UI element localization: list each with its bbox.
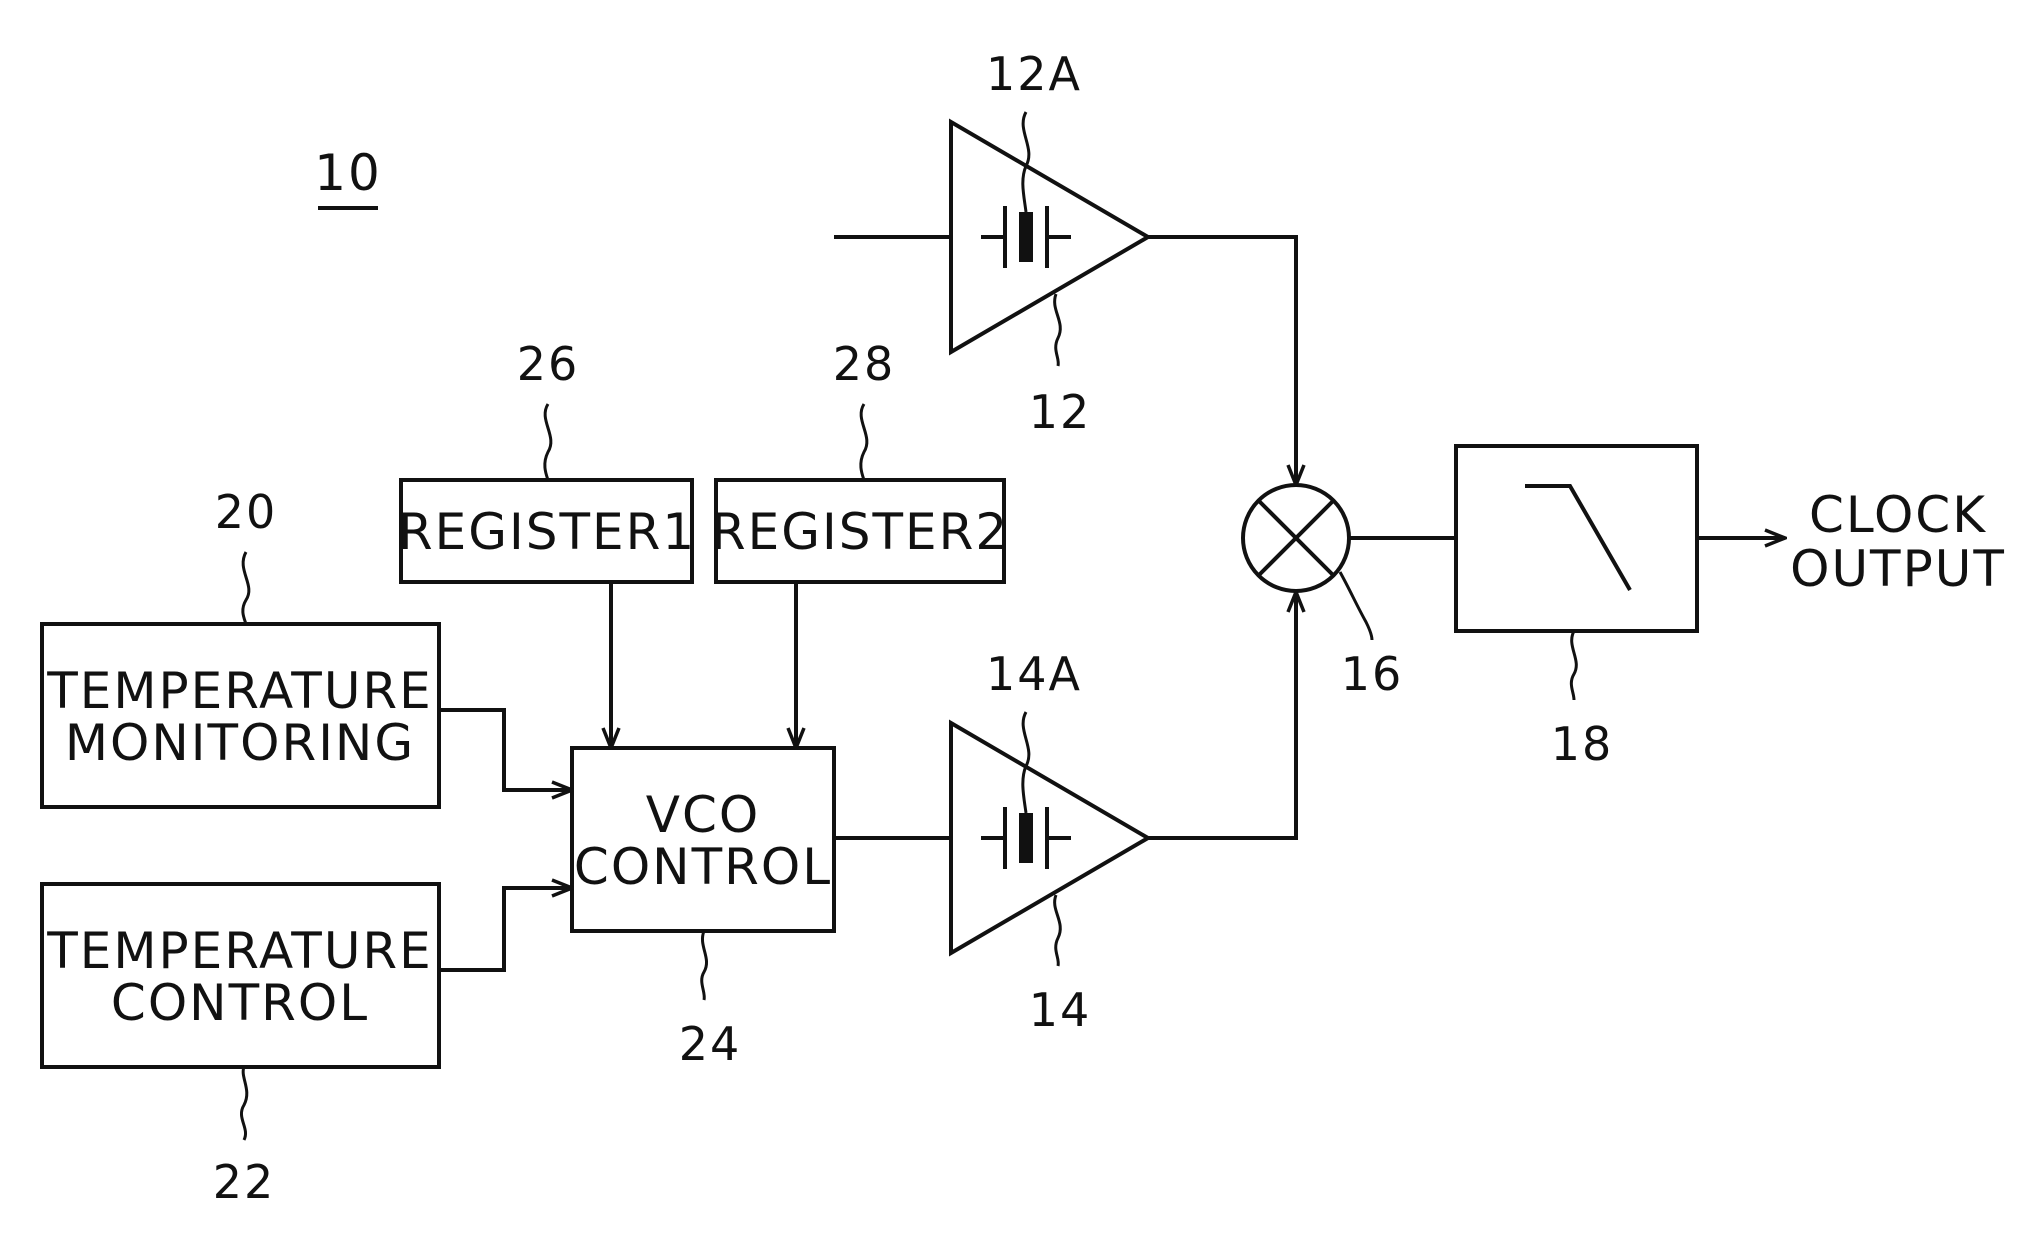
ref-22: 22 xyxy=(213,1067,276,1209)
svg-text:22: 22 xyxy=(213,1155,276,1209)
svg-text:REGISTER2: REGISTER2 xyxy=(711,503,1009,561)
wire-control-to-vco xyxy=(439,888,572,970)
lowpass-filter-18 xyxy=(1456,446,1697,631)
svg-text:CLOCK: CLOCK xyxy=(1809,486,1987,544)
svg-text:REGISTER1: REGISTER1 xyxy=(398,503,696,561)
svg-text:CONTROL: CONTROL xyxy=(574,838,832,896)
ref-12: 12 xyxy=(1029,294,1092,439)
oscillator-14 xyxy=(834,723,1148,953)
mixer-16 xyxy=(1243,485,1349,591)
vco-control-block: VCO CONTROL xyxy=(572,748,834,931)
svg-text:12A: 12A xyxy=(986,47,1082,101)
oscillator-12 xyxy=(834,122,1148,352)
ref-14: 14 xyxy=(1029,895,1092,1037)
svg-text:24: 24 xyxy=(679,1017,742,1071)
temperature-monitoring-block: TEMPERATURE MONITORING xyxy=(42,624,439,807)
svg-text:OUTPUT: OUTPUT xyxy=(1790,540,2006,598)
ref-16: 16 xyxy=(1340,572,1403,701)
ref-20: 20 xyxy=(215,485,278,624)
figure-label: 10 xyxy=(314,144,382,208)
svg-text:CONTROL: CONTROL xyxy=(111,974,369,1032)
svg-text:20: 20 xyxy=(215,485,278,539)
svg-text:18: 18 xyxy=(1551,717,1614,771)
svg-text:14A: 14A xyxy=(986,647,1082,701)
wire-osc14-to-mixer xyxy=(1148,592,1296,838)
temperature-control-block: TEMPERATURE CONTROL xyxy=(42,884,439,1067)
svg-text:VCO: VCO xyxy=(646,786,760,844)
svg-text:12: 12 xyxy=(1029,385,1092,439)
svg-text:10: 10 xyxy=(314,144,382,202)
svg-text:TEMPERATURE: TEMPERATURE xyxy=(46,922,433,980)
svg-text:28: 28 xyxy=(833,337,896,391)
register1-block: REGISTER1 xyxy=(398,480,696,582)
svg-text:26: 26 xyxy=(517,337,580,391)
svg-text:14: 14 xyxy=(1029,983,1092,1037)
ref-26: 26 xyxy=(517,337,580,480)
svg-text:16: 16 xyxy=(1341,647,1404,701)
ref-24: 24 xyxy=(679,931,742,1071)
wire-monitoring-to-vco xyxy=(439,710,572,790)
wire-osc12-to-mixer xyxy=(1148,237,1296,485)
ref-18: 18 xyxy=(1551,631,1614,771)
clock-output-label: CLOCK OUTPUT xyxy=(1790,486,2006,598)
svg-text:MONITORING: MONITORING xyxy=(65,714,415,772)
register2-block: REGISTER2 xyxy=(711,480,1009,582)
svg-text:TEMPERATURE: TEMPERATURE xyxy=(46,662,433,720)
ref-28: 28 xyxy=(833,337,896,480)
